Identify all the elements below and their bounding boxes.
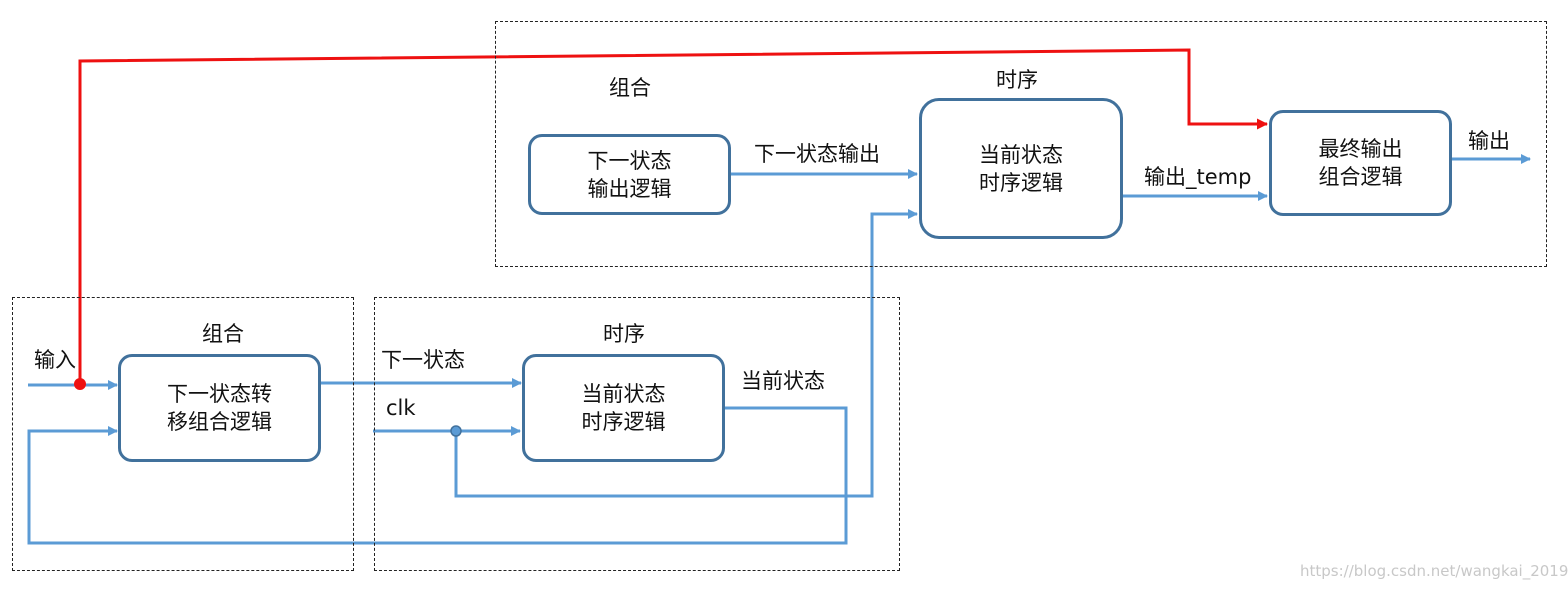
box-line-1: 当前状态: [581, 382, 666, 406]
next-state-output-logic-box: 下一状态 输出逻辑: [528, 134, 731, 215]
combo-label-bottom: 组合: [202, 322, 244, 346]
box-line-2: 时序逻辑: [581, 410, 666, 434]
input-junction-dot: [74, 378, 86, 390]
next-state-label: 下一状态: [381, 348, 465, 372]
output-temp-label: 输出_temp: [1144, 165, 1252, 189]
input-label: 输入: [34, 348, 76, 372]
final-output-logic-box: 最终输出 组合逻辑: [1269, 110, 1452, 216]
seq-label-top: 时序: [996, 68, 1038, 92]
current-state-label: 当前状态: [741, 369, 825, 393]
combo-bottom-frame: [12, 297, 354, 571]
current-state-seq-logic-box-top: 当前状态 时序逻辑: [919, 98, 1123, 239]
combo-label-top: 组合: [609, 76, 651, 100]
box-line-2: 组合逻辑: [1318, 165, 1403, 189]
output-label: 输出: [1468, 129, 1510, 153]
current-state-feedback-wire: [27, 406, 848, 545]
box-line-1: 当前状态: [979, 142, 1063, 167]
box-line-1: 最终输出: [1318, 137, 1403, 161]
next-state-output-label: 下一状态输出: [754, 142, 880, 166]
watermark: https://blog.csdn.net/wangkai_2019: [1300, 562, 1568, 580]
clk-branch-wire: [454, 209, 918, 498]
input-feedforward-wire: [78, 48, 1268, 384]
moore-top-frame: [495, 21, 1547, 267]
clk-label: clk: [386, 396, 416, 420]
box-line-2: 移组合逻辑: [167, 410, 272, 434]
box-line-1: 下一状态: [587, 148, 672, 173]
seq-bottom-frame: [374, 297, 900, 571]
seq-label-bottom: 时序: [603, 322, 645, 346]
box-line-1: 下一状态转: [167, 382, 272, 406]
next-state-transition-logic-box: 下一状态转 移组合逻辑: [118, 354, 321, 462]
box-line-2: 输出逻辑: [587, 176, 672, 201]
clk-junction-dot: [450, 425, 462, 437]
current-state-seq-logic-box-bottom: 当前状态 时序逻辑: [522, 354, 725, 462]
box-line-2: 时序逻辑: [979, 170, 1063, 195]
